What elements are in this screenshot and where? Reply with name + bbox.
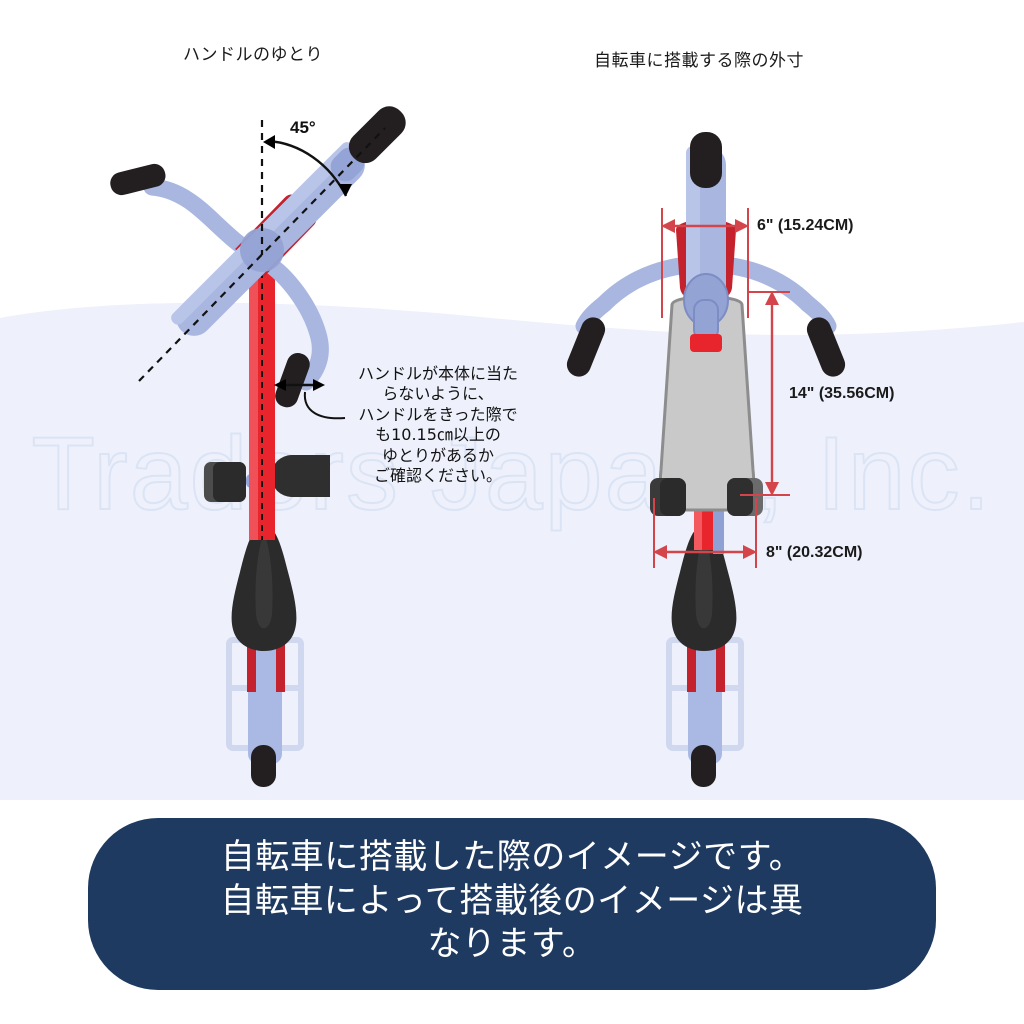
left-rack-stripe-right bbox=[276, 636, 285, 692]
note-line-6: ご確認ください。 bbox=[373, 466, 502, 486]
note-line-2: らないように、 bbox=[382, 384, 494, 404]
right-rack-stripe-right bbox=[716, 636, 725, 692]
left-bar-grip-left bbox=[110, 163, 166, 196]
dim8-arrow-right bbox=[743, 545, 757, 559]
right-stem-clamp-red bbox=[690, 334, 722, 352]
left-bar-wing-right bbox=[257, 253, 329, 391]
banner-text: 自転車に搭載した際のイメージです。 自転車によって搭載後のイメージは異 なります… bbox=[0, 836, 1024, 967]
angle-arrow-head-right bbox=[338, 184, 352, 196]
right-frame-tube-shade bbox=[694, 478, 702, 550]
left-rear-tire bbox=[251, 745, 276, 787]
basket-foot-right-face bbox=[727, 478, 753, 516]
left-panel-title: ハンドルのゆとり bbox=[183, 45, 323, 65]
note-line-5: ゆとりがあるか bbox=[381, 445, 494, 465]
basket-foot-left-face bbox=[660, 478, 686, 516]
left-saddle-highlight bbox=[255, 534, 273, 629]
banner-background bbox=[88, 818, 936, 990]
note-leader-line bbox=[303, 391, 346, 420]
right-bar-grip-left bbox=[566, 317, 606, 377]
gap-arrow-head-left bbox=[274, 379, 286, 391]
gap-arrow-head-right bbox=[313, 379, 325, 391]
right-frame-tube-blue bbox=[713, 470, 724, 554]
left-shifter-pod-right-face bbox=[271, 455, 330, 497]
right-rack-stripe-left bbox=[687, 636, 696, 692]
dim6-arrow-right bbox=[735, 219, 749, 233]
dim6-arrow-left bbox=[661, 219, 675, 233]
dim8-arrow-left bbox=[653, 545, 667, 559]
dim14-arrow-top bbox=[765, 291, 779, 305]
dimension-label-height: 14" (35.56CM) bbox=[789, 385, 895, 402]
left-rack-stripe-left bbox=[247, 636, 256, 692]
right-accessory-grip-top bbox=[690, 132, 722, 188]
left-bar-grip-right bbox=[275, 353, 310, 408]
left-accessory-bar bbox=[171, 106, 406, 336]
banner-line-2: 自転車によって搭載後のイメージは異 bbox=[220, 880, 804, 921]
left-steerer-tube-shade bbox=[249, 250, 258, 540]
dim14-arrow-bottom bbox=[765, 482, 779, 496]
note-line-3: ハンドルをきった際で bbox=[358, 404, 518, 424]
banner-line-3: なります。 bbox=[427, 924, 597, 965]
angle-label-45: 45° bbox=[290, 118, 316, 137]
angle-arrow-head-left bbox=[263, 135, 275, 149]
right-panel-title: 自転車に搭載する際の外寸 bbox=[594, 51, 804, 71]
dimension-label-width-bottom: 8" (20.32CM) bbox=[766, 544, 863, 561]
left-axis-dotted bbox=[138, 127, 386, 382]
left-shifter-pod-left-face bbox=[213, 462, 246, 502]
left-bar-wing-left bbox=[143, 178, 270, 267]
banner-line-1: 自転車に搭載した際のイメージです。 bbox=[220, 837, 804, 877]
dimension-label-width-top: 6" (15.24CM) bbox=[757, 217, 854, 234]
right-accessory-bar-highlight bbox=[686, 146, 700, 316]
right-rear-tire bbox=[691, 745, 716, 787]
note-line-1: ハンドルが本体に当た bbox=[357, 364, 518, 383]
note-line-4: も10.15㎝以上の bbox=[375, 425, 501, 445]
right-bar-grip-right bbox=[806, 317, 846, 377]
right-saddle-highlight bbox=[695, 534, 713, 629]
left-note-text: ハンドルが本体に当た らないように、 ハンドルをきった際で も10.15㎝以上の… bbox=[338, 364, 538, 487]
